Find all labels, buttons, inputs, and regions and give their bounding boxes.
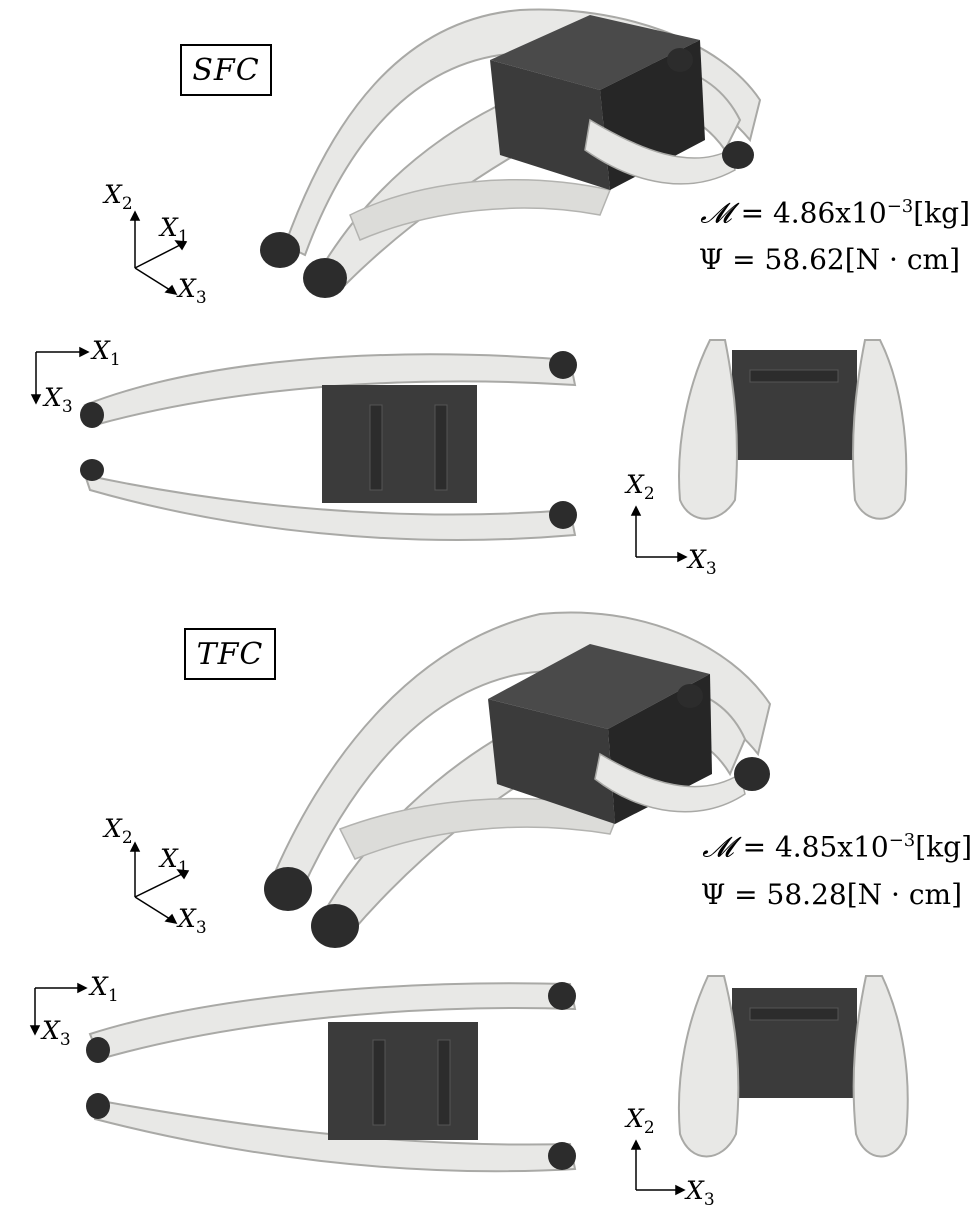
tfc-iso-axis-x3: X3	[178, 904, 207, 938]
tfc-iso-wheel-4	[677, 684, 703, 708]
sfc-label: SFC	[192, 52, 260, 88]
sfc-axis-triads	[30, 210, 688, 563]
tfc-label: TFC	[196, 636, 264, 672]
tfc-label-box: TFC	[184, 628, 276, 680]
tfc-front-box	[732, 988, 857, 1098]
tfc-renderings	[29, 611, 909, 1196]
sfc-front-axis-x2: X2	[626, 470, 655, 504]
sfc-top-box-rail-2	[434, 404, 448, 491]
sfc-front-view	[678, 339, 908, 520]
sfc-front-leg-left	[678, 339, 738, 520]
sfc-top-box	[322, 385, 477, 503]
tfc-iso-box-top	[488, 644, 710, 729]
sfc-iso-web-2	[584, 118, 736, 185]
sfc-iso-wheel-1	[260, 232, 300, 268]
tfc-top-wheel-2	[86, 1093, 110, 1119]
sfc-isometric-view	[260, 8, 762, 298]
sfc-mass: 𝓜 = 4.86x10−3[kg]	[700, 196, 970, 230]
tfc-iso-web	[338, 797, 622, 860]
tfc-iso-arm-outer	[268, 611, 772, 896]
tfc-top-wheel-4	[548, 1142, 576, 1170]
sfc-top-axis-x3: X3	[44, 383, 73, 417]
tfc-panel: TFC X2 X1 X3 X1 X3 X2 X3 𝓜 = 4.85x10−3[k…	[0, 604, 978, 1210]
sfc-panel: SFC X2 X1 X3 X1 X3 X2 X3 𝓜 = 4.86x10−3[k…	[0, 0, 978, 604]
tfc-top-wheel-3	[548, 982, 576, 1010]
tfc-iso-web-2	[594, 752, 746, 813]
sfc-renderings	[30, 8, 908, 563]
tfc-top-box	[328, 1022, 478, 1140]
sfc-iso-wheel-3	[722, 141, 754, 169]
sfc-top-arm-lower	[83, 473, 577, 541]
tfc-iso-wheel-1	[264, 867, 312, 911]
sfc-iso-box-front	[490, 60, 610, 190]
sfc-iso-box-top	[490, 15, 700, 90]
sfc-front-box	[732, 350, 857, 460]
tfc-iso-wheel-2	[311, 904, 359, 948]
sfc-top-wheel-4	[549, 501, 577, 529]
sfc-iso-axis-x2: X2	[104, 180, 133, 214]
tfc-front-axis-x3: X3	[686, 1176, 715, 1210]
tfc-compliance: Ψ = 58.28[N · cm]	[700, 878, 962, 911]
sfc-iso-arm-outer	[283, 8, 762, 257]
tfc-top-box-rail-2	[437, 1039, 451, 1126]
sfc-top-view	[80, 351, 577, 541]
sfc-iso-axis-x1: X1	[160, 213, 189, 247]
sfc-iso-axis-x3: X3	[178, 274, 207, 308]
tfc-front-leg-right	[852, 975, 909, 1158]
tfc-top-box-rail-1	[372, 1039, 386, 1126]
tfc-iso-axis-x1: X1	[160, 844, 189, 878]
tfc-isometric-view	[264, 611, 772, 948]
sfc-front-box-slot	[749, 369, 839, 383]
sfc-iso-wheel-4	[667, 48, 693, 72]
sfc-front-leg-right	[852, 339, 908, 520]
sfc-iso-web	[349, 179, 612, 241]
tfc-top-view	[86, 982, 577, 1173]
sfc-front-axis-x3: X3	[688, 545, 717, 579]
tfc-front-axis-x2: X2	[626, 1104, 655, 1138]
sfc-top-wheel-3	[549, 351, 577, 379]
tfc-top-axis-x1: X1	[90, 972, 119, 1006]
tfc-front-leg-left	[677, 975, 740, 1158]
tfc-front-view	[677, 975, 909, 1158]
tfc-top-axis-x3: X3	[42, 1016, 71, 1050]
tfc-iso-axis-x2: X2	[104, 814, 133, 848]
sfc-top-wheel-1	[80, 402, 104, 428]
tfc-front-box-slot	[749, 1007, 839, 1021]
sfc-top-wheel-2	[80, 459, 104, 481]
sfc-top-arm-upper	[83, 353, 577, 427]
tfc-iso-wheel-3	[734, 757, 770, 791]
tfc-iso-box-front	[488, 699, 615, 824]
sfc-top-box-rail-1	[369, 404, 383, 491]
sfc-iso-wheel-2	[303, 258, 347, 298]
tfc-top-wheel-1	[86, 1037, 110, 1063]
tfc-mass: 𝓜 = 4.85x10−3[kg]	[702, 830, 972, 864]
tfc-axis-triads	[29, 841, 686, 1196]
sfc-top-axis-x1: X1	[92, 336, 121, 370]
sfc-label-box: SFC	[180, 44, 272, 96]
sfc-compliance: Ψ = 58.62[N · cm]	[698, 243, 960, 276]
